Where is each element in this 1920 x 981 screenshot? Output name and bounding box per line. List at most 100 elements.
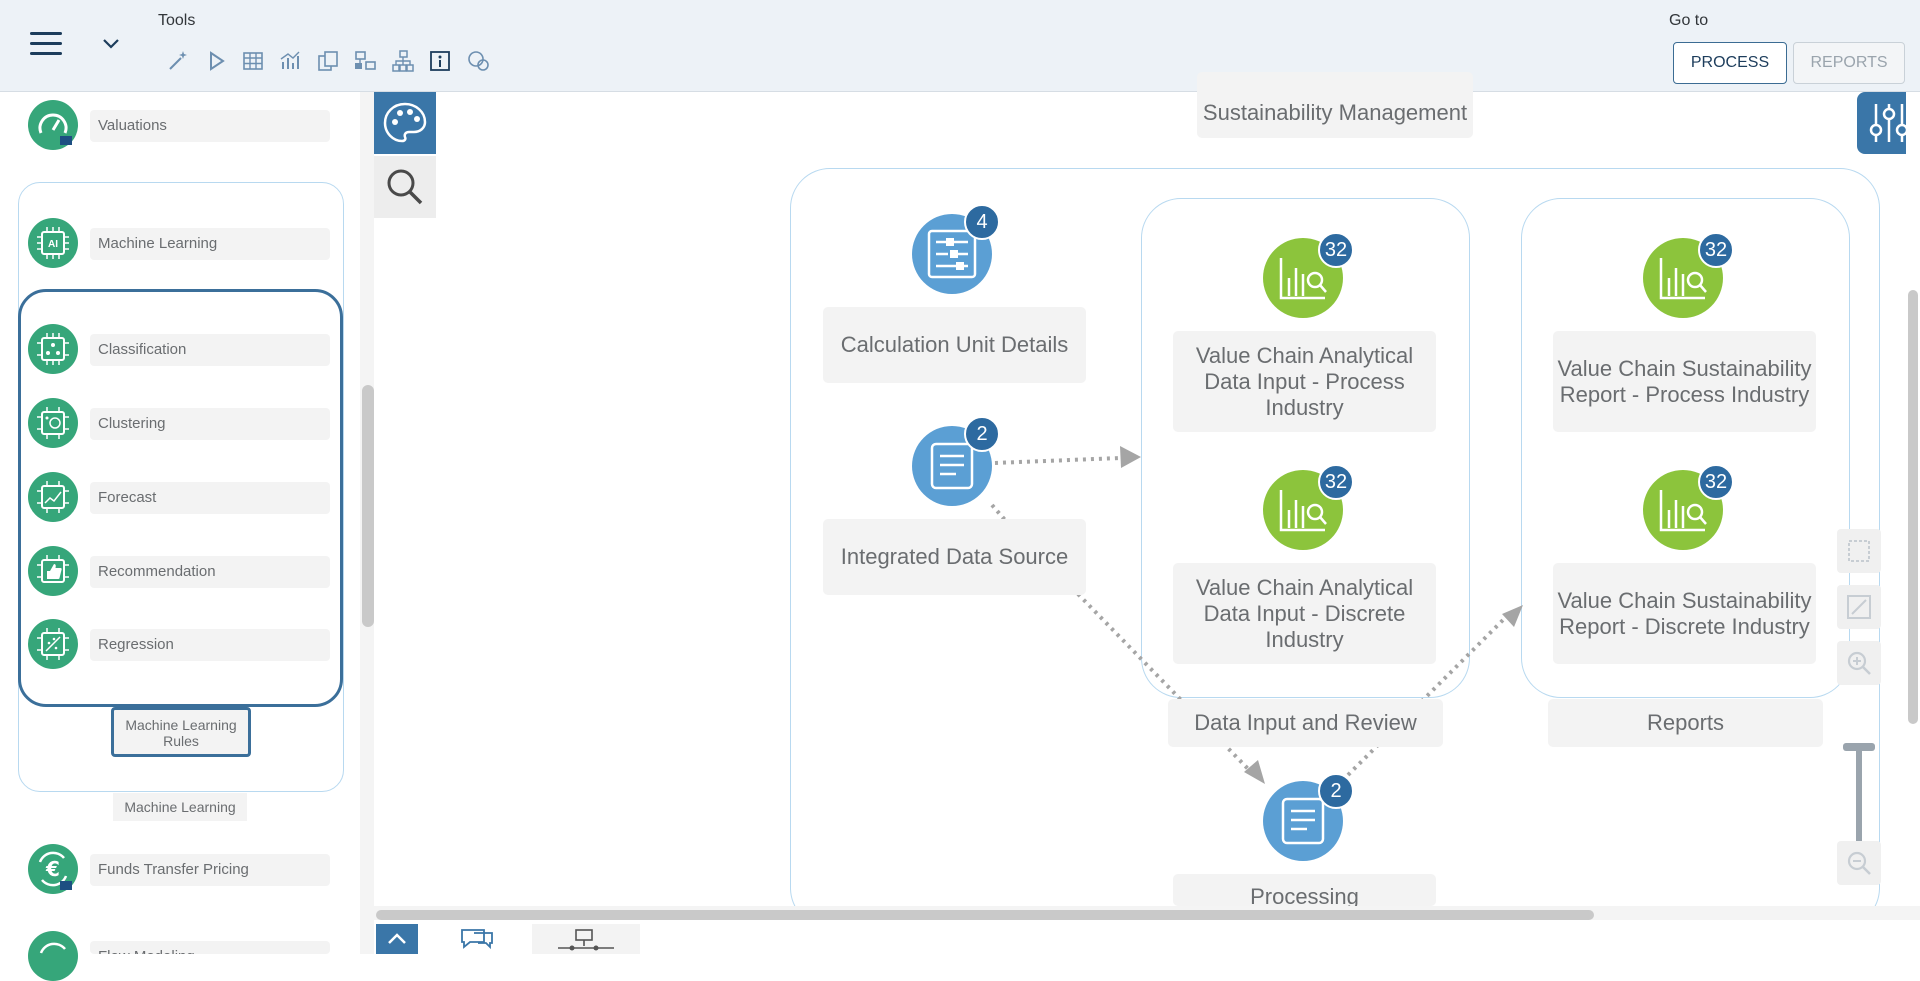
vc-report-process-node[interactable]: 32 xyxy=(1643,232,1734,318)
gauge-icon xyxy=(38,113,72,145)
processing-label[interactable]: Processing xyxy=(1173,874,1436,906)
reports-button[interactable]: REPORTS xyxy=(1793,42,1905,84)
reports-group xyxy=(1521,198,1850,698)
report-analysis-icon xyxy=(1659,490,1707,532)
chevron-up-icon xyxy=(388,933,406,944)
document-icon xyxy=(930,442,974,490)
zoom-out-button[interactable] xyxy=(1837,841,1881,885)
vc-input-discrete-node[interactable]: 32 xyxy=(1263,464,1354,550)
regression-label[interactable]: Regression xyxy=(90,629,330,661)
svg-text:AI: AI xyxy=(48,239,58,250)
ai-chip-icon: AI xyxy=(37,227,69,259)
comments-tab[interactable] xyxy=(440,924,514,954)
document-icon xyxy=(1281,797,1325,845)
process-button[interactable]: PROCESS xyxy=(1673,42,1787,84)
search-icon xyxy=(387,169,423,205)
selection-icon xyxy=(1848,540,1870,562)
integrated-data-source-badge: 2 xyxy=(964,416,1000,452)
reports-group-label[interactable]: Reports xyxy=(1548,699,1823,747)
palette-icon xyxy=(383,102,427,143)
chip-network-icon xyxy=(37,333,69,365)
calculation-unit-node[interactable]: 4 xyxy=(912,204,1000,294)
svg-text:€: € xyxy=(45,857,60,881)
integrated-data-source-label[interactable]: Integrated Data Source xyxy=(823,519,1086,595)
machine-learning-label[interactable]: Machine Learning xyxy=(90,228,330,260)
expand-panel-button[interactable] xyxy=(376,924,418,954)
clustering-label[interactable]: Clustering xyxy=(90,408,330,440)
machine-learning-rules-label[interactable]: Machine Learning Rules xyxy=(111,707,251,757)
zoom-slider-track[interactable] xyxy=(1856,746,1862,844)
report-analysis-icon xyxy=(1279,258,1327,300)
zoom-in-button[interactable] xyxy=(1837,641,1881,685)
flow-modeling-label[interactable]: Flow Modeling xyxy=(90,941,330,954)
chip-cluster-icon xyxy=(37,407,69,439)
classification-label[interactable]: Classification xyxy=(90,334,330,366)
data-input-review-label[interactable]: Data Input and Review xyxy=(1168,699,1443,747)
select-area-button[interactable] xyxy=(1837,529,1881,573)
classification-node[interactable] xyxy=(28,324,78,374)
copy-icon[interactable] xyxy=(315,48,341,74)
recommendation-label[interactable]: Recommendation xyxy=(90,556,330,588)
zoom-out-icon xyxy=(1847,851,1871,875)
menu-icon[interactable] xyxy=(30,32,62,58)
valuations-label[interactable]: Valuations xyxy=(90,110,330,142)
integrated-data-source-node[interactable]: 2 xyxy=(912,416,1000,506)
magic-wand-icon[interactable] xyxy=(165,48,191,74)
vc-input-process-label[interactable]: Value Chain Analytical Data Input - Proc… xyxy=(1173,331,1436,432)
canvas-settings-button[interactable] xyxy=(1857,92,1920,154)
zoom-slider-thumb[interactable] xyxy=(1843,743,1875,751)
funds-transfer-pricing-node[interactable]: € xyxy=(28,844,78,894)
forecast-label[interactable]: Forecast xyxy=(90,482,330,514)
vc-input-discrete-badge: 32 xyxy=(1318,464,1354,500)
comments-icon xyxy=(461,929,493,950)
info-icon[interactable] xyxy=(427,48,453,74)
form-icon xyxy=(927,229,977,279)
goto-label: Go to xyxy=(1669,12,1709,29)
regression-node[interactable] xyxy=(28,619,78,669)
flow-icon xyxy=(39,942,66,954)
chart-icon[interactable] xyxy=(277,48,303,74)
sustainability-management-label[interactable]: Sustainability Management xyxy=(1197,72,1473,138)
tree-icon[interactable] xyxy=(390,48,416,74)
calculation-unit-badge: 4 xyxy=(964,204,1000,240)
vc-report-process-badge: 32 xyxy=(1698,232,1734,268)
processing-badge: 2 xyxy=(1318,773,1354,809)
expand-icon xyxy=(1847,595,1871,619)
hierarchy-icon[interactable] xyxy=(352,48,378,74)
fit-to-screen-button[interactable] xyxy=(1837,585,1881,629)
report-analysis-icon xyxy=(1659,258,1707,300)
valuations-node[interactable] xyxy=(28,100,78,150)
sidebar-scrollbar-thumb[interactable] xyxy=(362,385,374,627)
thumbs-up-icon xyxy=(37,555,69,583)
canvas-vertical-scrollbar-thumb[interactable] xyxy=(1908,290,1918,724)
vc-report-process-label[interactable]: Value Chain Sustainability Report - Proc… xyxy=(1553,331,1816,432)
vc-input-process-node[interactable]: 32 xyxy=(1263,232,1354,318)
machine-learning-group-caption[interactable]: Machine Learning xyxy=(113,793,247,821)
vc-report-discrete-node[interactable]: 32 xyxy=(1643,464,1734,550)
canvas-horizontal-scrollbar-thumb[interactable] xyxy=(376,910,1594,920)
forecast-node[interactable] xyxy=(28,472,78,522)
machine-learning-node[interactable]: AI xyxy=(28,218,78,268)
vc-report-discrete-badge: 32 xyxy=(1698,464,1734,500)
clustering-node[interactable] xyxy=(28,398,78,448)
machine-learning-rules-group xyxy=(18,289,343,707)
euro-transfer-icon: € xyxy=(38,851,72,890)
calculation-unit-label[interactable]: Calculation Unit Details xyxy=(823,307,1086,383)
chevron-down-icon[interactable] xyxy=(100,34,122,52)
process-flow-icon xyxy=(558,929,614,951)
palette-button[interactable] xyxy=(374,92,436,154)
process-flow-tab[interactable] xyxy=(532,924,640,954)
data-input-review-group xyxy=(1141,198,1470,698)
vc-report-discrete-label[interactable]: Value Chain Sustainability Report - Disc… xyxy=(1553,563,1816,664)
shell-header: Tools xyxy=(0,0,1920,92)
processing-node[interactable]: 2 xyxy=(1263,773,1354,861)
vc-input-discrete-label[interactable]: Value Chain Analytical Data Input - Disc… xyxy=(1173,563,1436,664)
report-analysis-icon xyxy=(1279,490,1327,532)
recommendation-node[interactable] xyxy=(28,546,78,596)
canvas-search-button[interactable] xyxy=(374,156,436,218)
zoom-in-icon xyxy=(1847,651,1871,675)
play-icon[interactable] xyxy=(203,48,229,74)
table-icon[interactable] xyxy=(240,48,266,74)
funds-transfer-pricing-label[interactable]: Funds Transfer Pricing xyxy=(90,854,330,886)
chat-icon[interactable] xyxy=(465,48,491,74)
